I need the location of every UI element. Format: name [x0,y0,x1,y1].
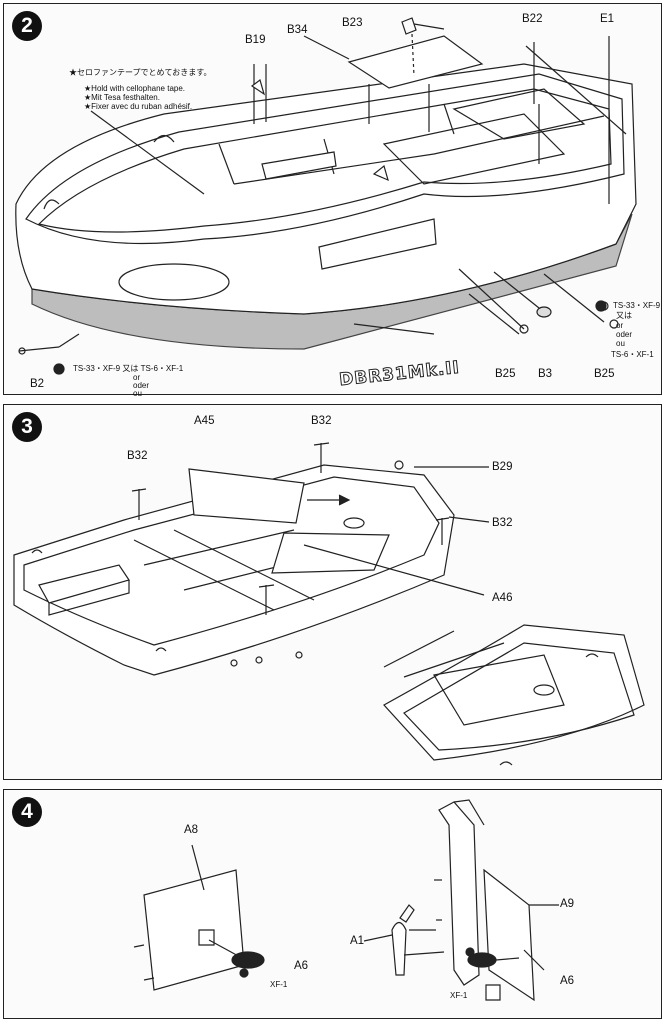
paint-left-3: ou [133,389,142,398]
label-b25-right: B25 [594,368,615,380]
paint-a6-left: XF-1 [270,980,288,989]
label-b32-top: B32 [311,415,332,427]
step-number-4: 4 [12,797,42,827]
label-a6-left: A6 [294,960,309,972]
label-b32-left: B32 [127,450,148,462]
label-b34: B34 [287,24,308,36]
step-number-3: 3 [12,412,42,442]
label-a45: A45 [194,415,215,427]
step-2-panel: 2 [3,3,662,398]
label-b19: B19 [245,34,266,46]
label-a9: A9 [560,898,575,910]
label-a46: A46 [492,592,513,604]
paint-right-2: or [616,321,624,330]
tape-note-jp: ★セロファンテープでとめておきます。 [69,68,212,77]
label-e1: E1 [600,13,615,25]
paint-a6-right: XF-1 [450,991,468,1000]
paint-right-3: oder [616,330,633,339]
step-2-boat-drawing [15,17,637,375]
label-b25-left: B25 [495,368,516,380]
paint-right-1: 又は [616,311,632,320]
label-b32-right: B32 [492,517,513,529]
paint-right-0: TS-33・XF-9 [613,301,661,310]
label-b22: B22 [522,13,543,25]
tape-note-en: ★Hold with cellophane tape. [84,84,186,93]
label-a8: A8 [184,824,199,836]
label-a1: A1 [350,935,365,947]
tape-note-de: ★Mit Tesa festhalten. [84,93,160,102]
step-4-panel: 4 [3,789,662,1019]
label-b3: B3 [538,368,553,380]
paint-left-2: oder [133,381,150,390]
step-number-2: 2 [12,11,42,41]
step-4-parts-drawing [133,799,559,1002]
label-b23: B23 [342,17,363,29]
step-3-panel: 3 [3,404,662,780]
label-b29: B29 [492,461,513,473]
paint-left-1: or [133,373,141,382]
label-b2: B2 [30,378,45,390]
label-a6-right: A6 [560,975,575,987]
paint-right-5: TS-6・XF-1 [611,350,654,359]
paint-left-0: TS-33・XF-9 又は TS-6・XF-1 [73,364,184,373]
paint-right-4: ou [616,339,625,348]
tape-note-fr: ★Fixer avec du ruban adhésif. [84,102,193,111]
step-3-deck-drawing [13,442,645,766]
